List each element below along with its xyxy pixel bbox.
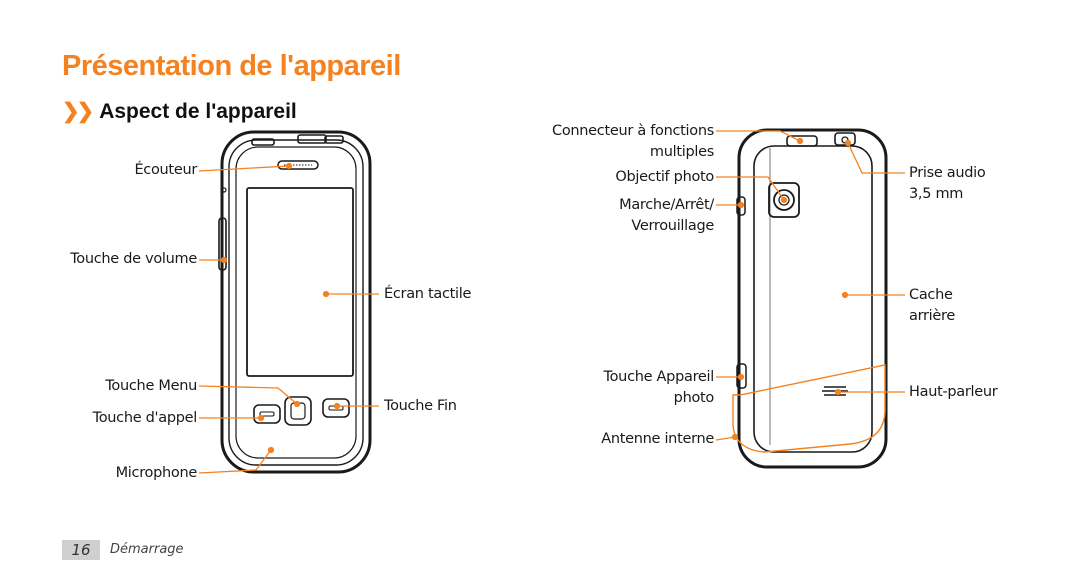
label-volume-key: Touche de volume: [70, 251, 197, 267]
label-dial-key: Touche d'appel: [92, 410, 198, 426]
label-audio-jack-line1: Prise audio: [909, 165, 986, 181]
label-camera-key: Touche Appareil photo: [544, 367, 715, 409]
label-camera-lens: Objectif photo: [615, 169, 714, 185]
section-heading: ❯❯Aspect de l'appareil: [62, 99, 297, 124]
back-callouts: [715, 130, 905, 441]
callout-earpiece: [198, 162, 293, 172]
label-touch-screen: Écran tactile: [384, 286, 472, 302]
front-phone-illustration: [218, 130, 372, 474]
label-multi-connector-line2: multiples: [649, 144, 714, 160]
label-back-cover: Cache arrière: [909, 285, 955, 327]
label-multi-connector: Connecteur à fonctions multiples: [504, 121, 714, 163]
label-power-key-line1: Marche/Arrêt/: [619, 197, 714, 213]
label-speaker: Haut-parleur: [909, 384, 998, 400]
back-phone-illustration: [736, 128, 888, 469]
label-end-key: Touche Fin: [384, 398, 457, 414]
label-audio-jack: Prise audio 3,5 mm: [909, 163, 986, 205]
label-menu-key: Touche Menu: [105, 378, 197, 394]
section-chevron-icon: ❯❯: [62, 100, 94, 123]
callout-menu-key: [198, 385, 301, 408]
page-number: 16: [62, 540, 100, 560]
callout-multi-connector: [716, 130, 804, 145]
page-title: Présentation de l'appareil: [62, 50, 401, 82]
label-earpiece: Écouteur: [134, 162, 197, 178]
callout-audio-jack: [844, 139, 905, 174]
label-camera-key-line2: photo: [673, 390, 715, 406]
label-back-cover-line1: Cache: [909, 287, 953, 303]
label-multi-connector-line1: Connecteur à fonctions: [552, 123, 714, 139]
label-camera-key-line1: Touche Appareil: [603, 369, 715, 385]
front-callouts: [198, 162, 379, 474]
label-microphone: Microphone: [115, 465, 198, 481]
label-back-cover-line2: arrière: [909, 308, 955, 324]
footer-section-name: Démarrage: [110, 542, 184, 557]
callout-antenna: [715, 433, 739, 441]
label-audio-jack-line2: 3,5 mm: [909, 186, 964, 202]
section-title: Aspect de l'appareil: [99, 100, 297, 123]
callout-microphone: [198, 446, 275, 474]
label-power-key: Marche/Arrêt/ Verrouillage: [564, 195, 714, 237]
label-internal-antenna: Antenne interne: [601, 431, 714, 447]
label-power-key-line2: Verrouillage: [631, 218, 714, 234]
callout-camera-lens: [716, 176, 788, 204]
